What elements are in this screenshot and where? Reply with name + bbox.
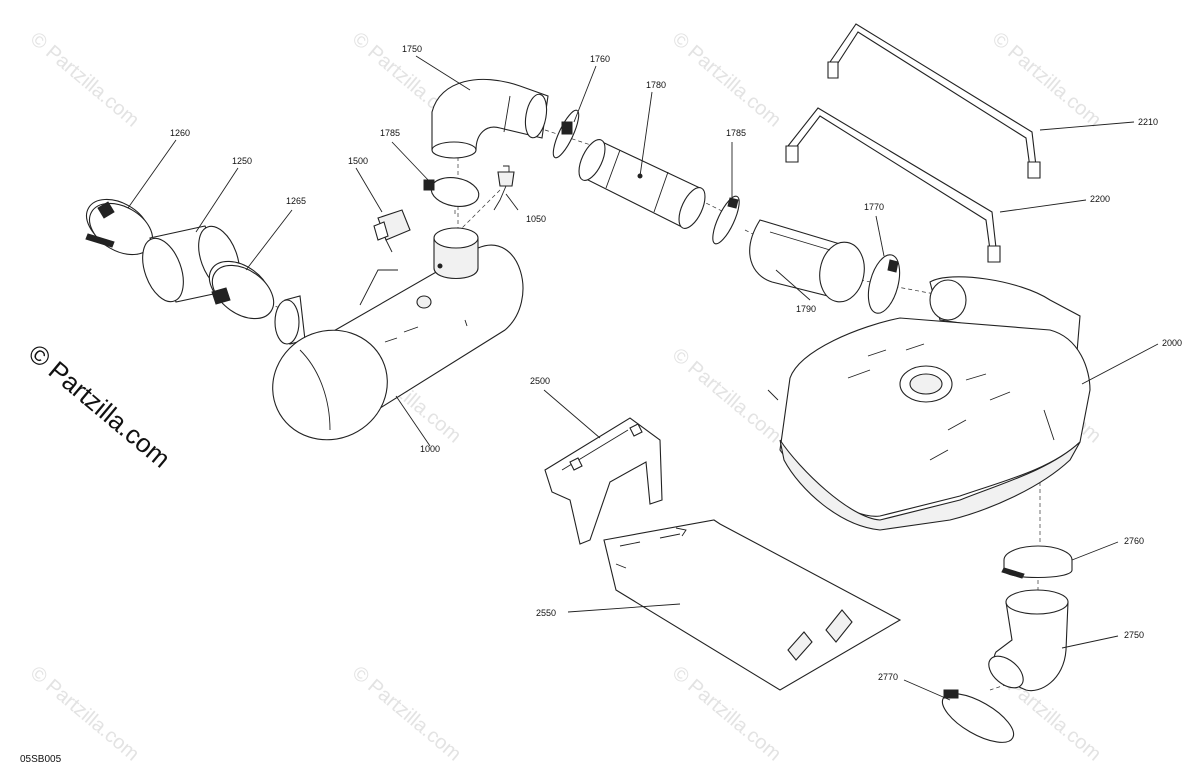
callout-2210: 2210 [1138,117,1158,127]
clamp-1760 [552,109,580,159]
callout-1785-left: 1785 [380,128,400,138]
callout-1750: 1750 [402,44,422,54]
callout-1250: 1250 [232,156,252,166]
clamp-1770 [867,254,901,314]
clamp-2770 [941,689,1015,743]
muffler-1000 [272,227,524,441]
sensor-1050 [493,165,515,211]
clamp-1785-right [712,195,740,245]
callout-2770: 2770 [878,672,898,682]
callout-2760: 2760 [1124,536,1144,546]
callout-1780: 1780 [646,80,666,90]
tube-1780 [578,139,706,229]
callout-2750: 2750 [1124,630,1144,640]
callout-1790: 1790 [796,304,816,314]
strap-2200 [785,107,1001,263]
callout-1050: 1050 [526,214,546,224]
bracket-2500 [544,417,663,545]
callout-1260: 1260 [170,128,190,138]
callout-1000: 1000 [420,444,440,454]
callout-2550: 2550 [536,608,556,618]
callout-2500: 2500 [530,376,550,386]
clamp-1265 [208,260,275,320]
clamp-2760 [1001,545,1073,579]
callout-1785-right: 1785 [726,128,746,138]
callout-1265: 1265 [286,196,306,206]
leader-lines [127,55,1159,701]
strap-2210 [827,23,1041,179]
sensor-1500 [373,209,411,253]
elbow-1750 [431,78,549,159]
callout-1760: 1760 [590,54,610,64]
hose-1790 [749,219,865,303]
callout-labels: 1750 1760 1780 1785 1785 1260 1250 1265 … [170,44,1182,682]
clamp-1260 [85,198,153,256]
clamp-1785-left [423,177,480,207]
heat-shield-2550 [603,519,902,691]
diagram-code: 05SB005 [20,754,62,765]
airbox-2000 [767,276,1091,531]
callout-1500: 1500 [348,156,368,166]
callout-2200: 2200 [1090,194,1110,204]
callout-2000: 2000 [1162,338,1182,348]
elbow-2750 [988,589,1069,692]
callout-1770: 1770 [864,202,884,212]
